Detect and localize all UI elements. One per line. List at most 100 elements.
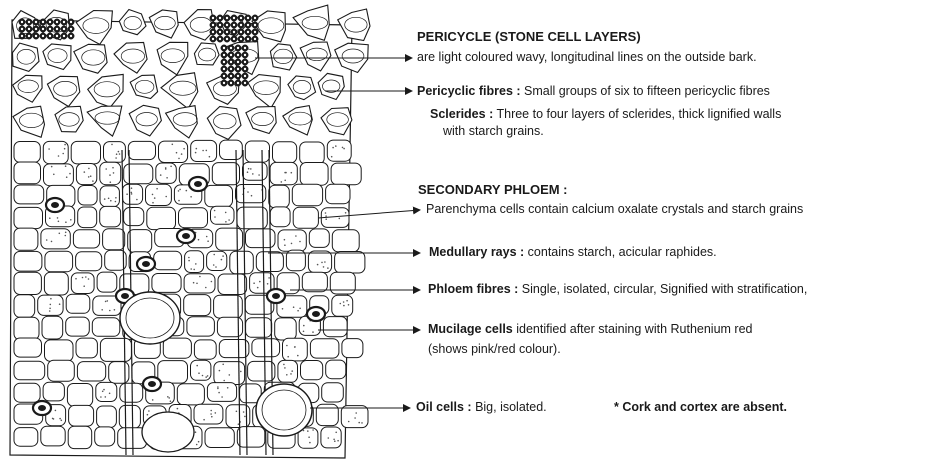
starch-grain bbox=[213, 264, 215, 266]
starch-grain bbox=[109, 174, 111, 176]
starch-grain bbox=[62, 153, 64, 155]
starch-grain bbox=[90, 175, 92, 177]
starch-grain bbox=[59, 418, 61, 420]
parenchyma-cell bbox=[14, 361, 45, 380]
starch-grain bbox=[334, 440, 336, 442]
starch-grain bbox=[343, 301, 345, 303]
starch-grain bbox=[167, 396, 169, 398]
parenchyma-cell bbox=[95, 427, 115, 446]
mucilage-cell bbox=[120, 292, 180, 344]
starch-grain bbox=[82, 277, 84, 279]
starch-grain bbox=[61, 420, 63, 422]
starch-grain bbox=[104, 198, 106, 200]
parenchyma-cell bbox=[326, 184, 350, 203]
parenchyma-cell bbox=[14, 317, 39, 340]
parenchyma-cell bbox=[14, 295, 35, 318]
starch-grain bbox=[168, 397, 170, 399]
starch-grain bbox=[343, 305, 345, 307]
parenchyma-cell bbox=[14, 207, 43, 228]
pericyclic-fibre-lumen bbox=[63, 21, 65, 23]
parenchyma-cell bbox=[42, 316, 63, 339]
parenchyma-cell bbox=[66, 294, 90, 313]
phloem-fibre-lumen bbox=[121, 293, 129, 299]
parenchyma-cell bbox=[14, 272, 41, 294]
parenchyma-cell bbox=[123, 184, 143, 204]
pericyclic-fibre-lumen bbox=[70, 35, 72, 37]
starch-grain bbox=[58, 221, 60, 223]
stone-cell bbox=[87, 106, 122, 136]
starch-grain bbox=[110, 200, 112, 202]
parenchyma-cell bbox=[177, 384, 204, 405]
pericyclic-fibre-lumen bbox=[223, 75, 225, 77]
parenchyma-cell bbox=[100, 206, 121, 227]
mucilage-cells-label: Mucilage cells identified after staining… bbox=[428, 322, 752, 337]
starch-grain bbox=[181, 153, 183, 155]
starch-grain bbox=[154, 197, 156, 199]
parenchyma-cell bbox=[14, 383, 40, 402]
phloem-fibre-lumen bbox=[182, 233, 190, 239]
mucilage-cell bbox=[142, 412, 194, 452]
starch-grain bbox=[238, 423, 240, 425]
stone-cell bbox=[283, 106, 313, 135]
starch-grain bbox=[307, 430, 309, 432]
parenchyma-cell bbox=[73, 230, 99, 248]
parenchyma-cell bbox=[194, 404, 223, 424]
starch-grain bbox=[281, 181, 283, 183]
starch-grain bbox=[105, 168, 107, 170]
parenchyma-cell bbox=[212, 163, 239, 185]
pericyclic-fibre-lumen bbox=[49, 35, 51, 37]
parenchyma-cell bbox=[236, 185, 266, 203]
starch-grain bbox=[53, 174, 55, 176]
starch-grain bbox=[113, 172, 115, 174]
starch-grain bbox=[354, 417, 356, 419]
pericyclic-fibre-lumen bbox=[254, 24, 256, 26]
pericyclic-fibre-lumen bbox=[230, 47, 232, 49]
parenchyma-cell bbox=[283, 338, 308, 361]
starch-grain bbox=[308, 436, 310, 438]
pericyclic-fibre-lumen bbox=[219, 38, 221, 40]
parenchyma-cell bbox=[322, 383, 344, 402]
starch-grain bbox=[49, 308, 51, 310]
parenchyma-cell bbox=[278, 230, 306, 251]
starch-grain bbox=[147, 414, 149, 416]
starch-grain bbox=[282, 308, 284, 310]
pericyclic-fibre-lumen bbox=[237, 54, 239, 56]
starch-grain bbox=[65, 232, 67, 234]
stone-cell bbox=[318, 73, 344, 99]
parenchyma-cell bbox=[158, 361, 188, 384]
pericyclic-fibre-lumen bbox=[237, 47, 239, 49]
pericyclic-fibre-lumen bbox=[244, 82, 246, 84]
pericyclic-fibre-lumen bbox=[21, 28, 23, 30]
parenchyma-cell bbox=[207, 383, 236, 402]
phloem-fibres-term: Phloem fibres : bbox=[428, 282, 518, 296]
starch-grain bbox=[284, 367, 286, 369]
starch-grain bbox=[331, 156, 333, 158]
parenchyma-cell bbox=[45, 340, 74, 362]
pericyclic-fibre-lumen bbox=[42, 35, 44, 37]
starch-grain bbox=[193, 269, 195, 271]
pericyclic-fibre-lumen bbox=[240, 31, 242, 33]
starch-grain bbox=[118, 151, 120, 153]
starch-grain bbox=[148, 410, 150, 412]
starch-grain bbox=[345, 212, 347, 214]
sclerides-description-line2: with starch grains. bbox=[443, 124, 544, 139]
starch-grain bbox=[211, 416, 213, 418]
starch-grain bbox=[156, 188, 158, 190]
starch-grain bbox=[252, 173, 254, 175]
pericyclic-fibre-lumen bbox=[254, 38, 256, 40]
starch-grain bbox=[210, 413, 212, 415]
parenchyma-cell bbox=[248, 361, 275, 381]
starch-grain bbox=[108, 198, 110, 200]
mucilage-cells-term: Mucilage cells bbox=[428, 322, 513, 336]
oil-cell bbox=[256, 384, 312, 436]
parenchyma-cell bbox=[14, 338, 42, 357]
starch-grain bbox=[321, 262, 323, 264]
pericyclic-fibre-lumen bbox=[42, 28, 44, 30]
parenchyma-cell bbox=[191, 360, 211, 380]
parenchyma-cell bbox=[300, 142, 325, 164]
parenchyma-cell bbox=[245, 141, 269, 162]
starch-grain bbox=[105, 396, 107, 398]
parenchyma-cell bbox=[100, 338, 131, 361]
starch-grain bbox=[223, 380, 225, 382]
starch-grain bbox=[291, 243, 293, 245]
